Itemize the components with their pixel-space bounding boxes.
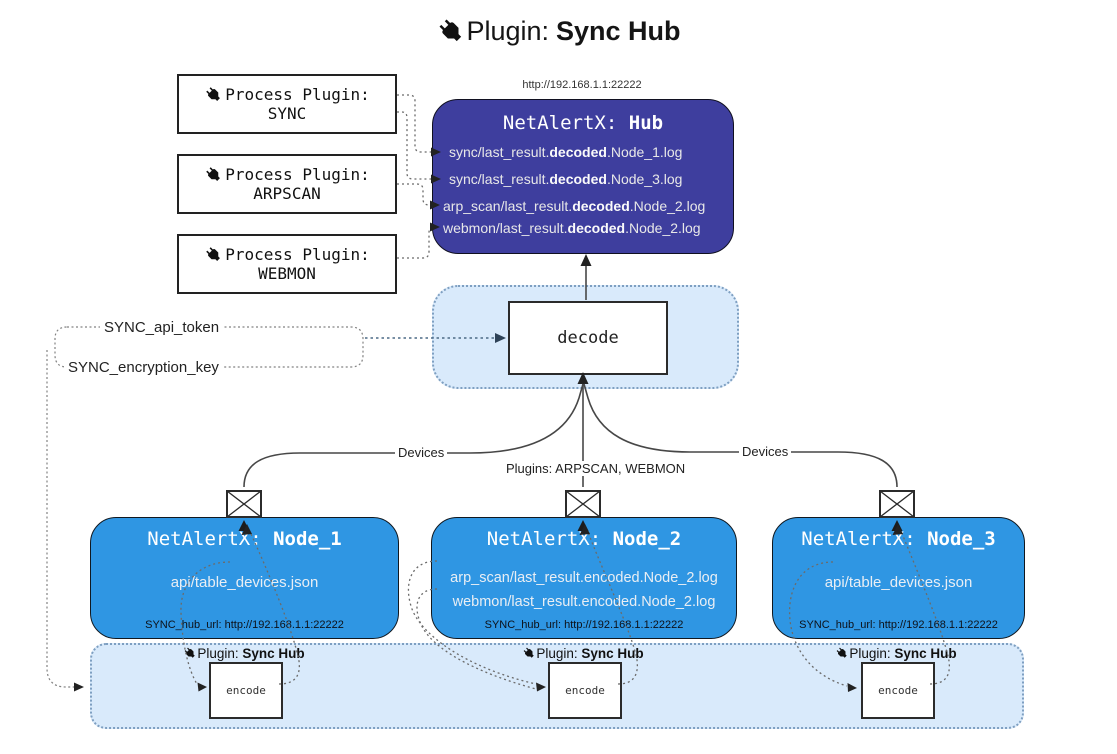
node-files: api/table_devices.json [773,562,1024,591]
node-title-name: Node_1 [273,528,342,550]
node-title: NetAlertX: Node_2 [432,528,736,550]
node-footer: SYNC_hub_url: http://192.168.1.1:22222 [145,619,344,631]
log-post: .Node_3.log [606,171,683,187]
hub-box: NetAlertX: Hub sync/last_result.decoded.… [432,99,734,254]
node-box-node-2: NetAlertX: Node_2 arp_scan/last_result.e… [431,517,737,639]
page-title: Plugin:Sync Hub [0,16,1117,47]
sync-encryption-key-label: SYNC_encryption_key [64,359,223,376]
log-pre: sync/last_result. [449,144,550,160]
log-bold: decoded [567,220,626,236]
edge-sync-to-log2 [397,111,431,180]
log-pre: sync/last_result. [449,171,550,187]
encoder-plugin-prefix: Plugin: [536,646,582,661]
log-bold: decoded [549,171,607,187]
node-files: api/table_devices.json [91,562,398,591]
process-plugin-header: Process Plugin: [204,245,370,264]
encode-box: encode [861,662,935,719]
process-plugin-label: Process Plugin: [225,165,370,184]
process-plugin-box-arpscan: Process Plugin: ARPSCAN [177,154,397,214]
node-file: webmon/last_result.encoded.Node_2.log [452,594,716,610]
node-box-node-1: NetAlertX: Node_1 api/table_devices.json… [90,517,399,639]
hub-title-prefix: NetAlertX: [502,112,629,134]
node-title: NetAlertX: Node_1 [91,528,398,550]
log-post: .Node_2.log [625,220,701,236]
node-box-node-3: NetAlertX: Node_3 api/table_devices.json… [772,517,1025,639]
plug-icon [200,81,227,108]
hub-url-label: http://192.168.1.1:22222 [522,79,642,91]
node-file: arp_scan/last_result.encoded.Node_2.log [450,570,718,586]
log-pre: webmon/last_result. [443,220,568,236]
hub-title: NetAlertX: Hub [433,112,733,134]
process-plugin-label: Process Plugin: [225,245,370,264]
log-pre: arp_scan/last_result. [443,198,573,214]
node-title-name: Node_2 [612,528,682,550]
encode-box: encode [209,662,283,719]
edge-config-to-encoders [46,350,74,688]
log-bold: decoded [572,198,630,214]
node-title-name: Node_3 [927,528,996,550]
node-title: NetAlertX: Node_3 [773,528,1024,550]
process-plugin-name: ARPSCAN [253,184,321,203]
encoder-plugin-name: Sync Hub [581,646,644,661]
hub-log-line: sync/last_result.decoded.Node_1.log [449,144,682,160]
hub-log-line: webmon/last_result.decoded.Node_2.log [443,220,701,236]
node-files: arp_scan/last_result.encoded.Node_2.log … [432,562,736,610]
process-plugin-box-sync: Process Plugin: SYNC [177,74,397,134]
edge-label-plugins: Plugins: ARPSCAN, WEBMON [503,461,685,476]
hub-title-name: Hub [628,112,664,134]
encoder-plugin-name: Sync Hub [242,646,305,661]
envelope-icon [226,490,262,518]
envelope-icon [565,490,601,518]
edge-sync-to-log1 [397,94,431,153]
process-plugin-header: Process Plugin: [204,165,370,184]
process-plugin-name: WEBMON [258,264,316,283]
title-prefix: Plugin: [466,16,550,46]
process-plugin-box-webmon: Process Plugin: WEBMON [177,234,397,294]
encoder-plugin-name: Sync Hub [894,646,957,661]
node-title-prefix: NetAlertX: [147,528,274,550]
encoder-plugin-label: Plugin: Sync Hub [831,646,961,661]
process-plugin-label: Process Plugin: [225,85,370,104]
log-bold: decoded [549,144,607,160]
edge-webmon-to-log4 [397,226,434,259]
plug-icon [200,161,227,188]
hub-log-line: sync/last_result.decoded.Node_3.log [449,171,682,187]
log-post: .Node_1.log [606,144,683,160]
node-footer: SYNC_hub_url: http://192.168.1.1:22222 [484,619,684,631]
hub-log-line: arp_scan/last_result.decoded.Node_2.log [443,198,705,214]
encoder-plugin-label: Plugin: Sync Hub [179,646,309,661]
node-footer: SYNC_hub_url: http://192.168.1.1:22222 [799,619,998,631]
encoder-plugin-prefix: Plugin: [197,646,243,661]
edge-arpscan-to-log3 [397,183,431,206]
encoder-plugin-prefix: Plugin: [849,646,895,661]
encoder-plugin-label: Plugin: Sync Hub [518,646,648,661]
edge-label-devices-left: Devices [395,445,448,460]
node-title-prefix: NetAlertX: [486,528,613,550]
node-file: api/table_devices.json [824,574,973,591]
sync-api-token-label: SYNC_api_token [100,319,224,336]
node-title-prefix: NetAlertX: [801,528,928,550]
log-post: .Node_2.log [629,198,706,214]
envelope-icon [879,490,915,518]
title-name: Sync Hub [556,16,681,46]
edge-label-devices-right: Devices [739,444,792,459]
node-file: api/table_devices.json [170,574,319,591]
encode-box: encode [548,662,622,719]
decode-box: decode [508,301,668,375]
plug-icon [200,241,227,268]
process-plugin-header: Process Plugin: [204,85,370,104]
process-plugin-name: SYNC [267,104,307,123]
